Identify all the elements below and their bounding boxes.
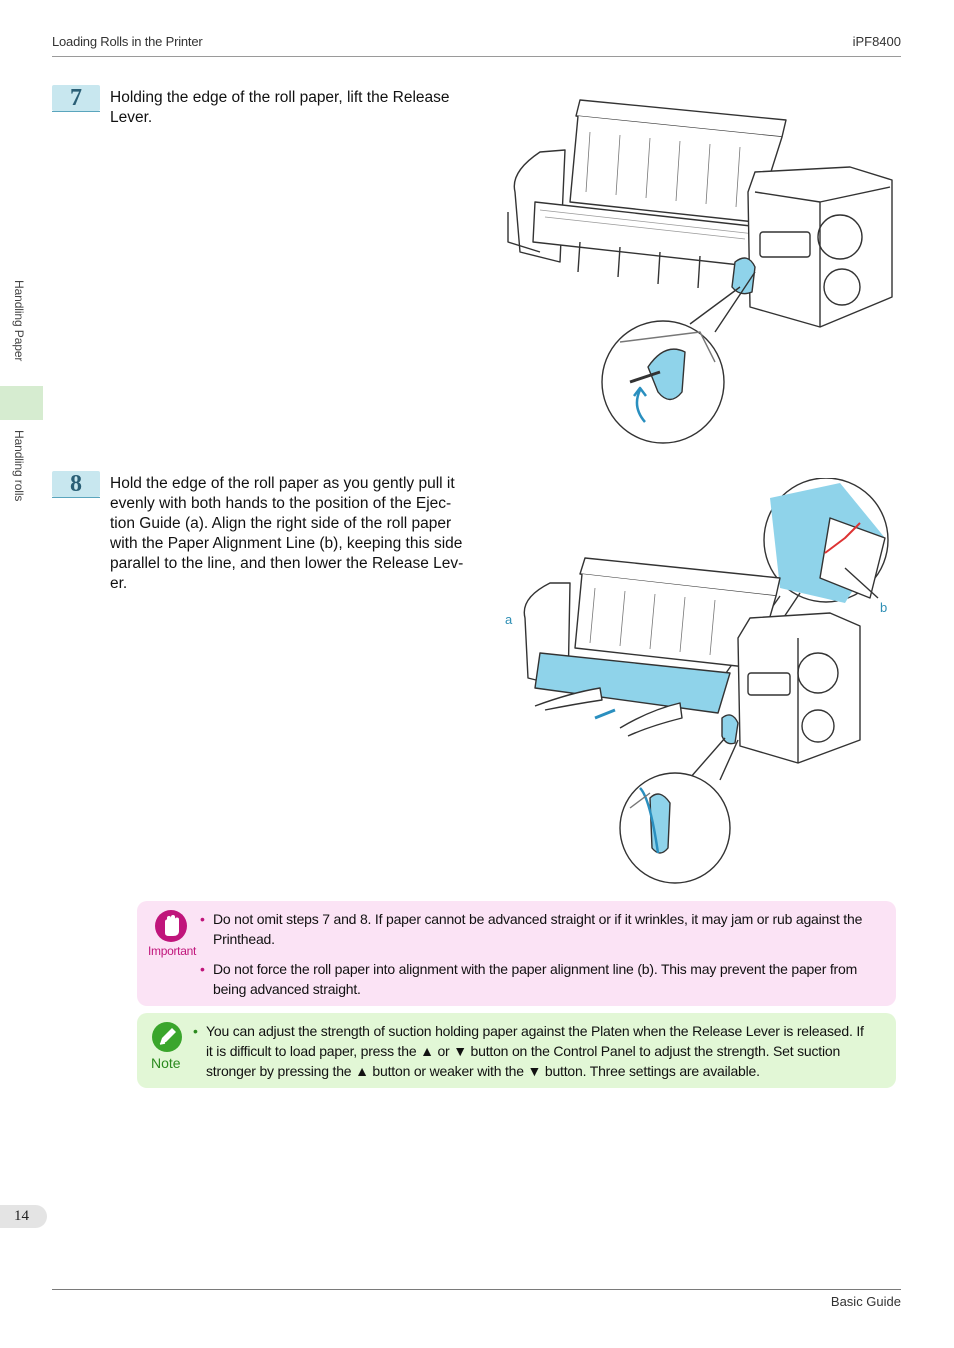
important-item-1-line: Do not omit steps 7 and 8. If paper cann… [213, 911, 863, 927]
figure-lift-release-lever [507, 99, 893, 444]
step-8-line: er. [110, 575, 128, 592]
note-item-1-line: it is difficult to load paper, press the… [206, 1043, 841, 1059]
page-number: 14 [0, 1205, 47, 1228]
footer-divider [52, 1289, 901, 1290]
note-item-1: You can adjust the strength of suction h… [206, 1021, 864, 1081]
important-item-2-line: being advanced straight. [213, 981, 361, 997]
note-bullet: • [193, 1023, 198, 1039]
step-8-text: Hold the edge of the roll paper as you g… [110, 474, 463, 594]
important-label: Important [148, 944, 196, 958]
important-bullet: • [200, 961, 205, 977]
figure-pull-paper-align [523, 478, 889, 884]
header-model-name: iPF8400 [852, 34, 901, 49]
figure-label-a: a [505, 612, 513, 627]
step-7-line: Holding the edge of the roll paper, lift… [110, 89, 450, 106]
step-8-line: evenly with both hands to the position o… [110, 495, 452, 512]
step-8-line: tion Guide (a). Align the right side of … [110, 515, 452, 532]
step-8-line: with the Paper Alignment Line (b), keepi… [110, 535, 463, 552]
side-tab-highlight [0, 386, 43, 420]
header-section-title: Loading Rolls in the Printer [52, 34, 203, 49]
step-8-line: Hold the edge of the roll paper as you g… [110, 475, 455, 492]
note-box [137, 1013, 896, 1088]
side-tab-section[interactable]: Handling Paper [12, 280, 26, 362]
note-item-1-line: You can adjust the strength of suction h… [206, 1023, 864, 1039]
important-item-2: Do not force the roll paper into alignme… [213, 959, 857, 999]
important-bullet: • [200, 911, 205, 927]
step-7-number: 7 [52, 85, 100, 112]
header-divider [52, 56, 901, 57]
step-8-line: parallel to the line, and then lower the… [110, 555, 464, 572]
important-box [137, 901, 896, 1006]
important-item-2-line: Do not force the roll paper into alignme… [213, 961, 858, 977]
note-pencil-icon [152, 1022, 182, 1052]
step-7-line: Lever. [110, 109, 153, 126]
important-item-1-line: Printhead. [213, 931, 275, 947]
figure-label-b: b [880, 600, 888, 615]
step-8-number: 8 [52, 471, 100, 498]
step-7-text: Holding the edge of the roll paper, lift… [110, 88, 450, 128]
note-item-1-line: stronger by pressing the ▲ button or wea… [206, 1063, 760, 1079]
important-hand-icon [155, 910, 187, 942]
footer-guide-title: Basic Guide [830, 1294, 901, 1309]
important-item-1: Do not omit steps 7 and 8. If paper cann… [213, 909, 862, 949]
note-label: Note [151, 1055, 181, 1071]
side-tab-subsection[interactable]: Handling rolls [12, 430, 26, 502]
